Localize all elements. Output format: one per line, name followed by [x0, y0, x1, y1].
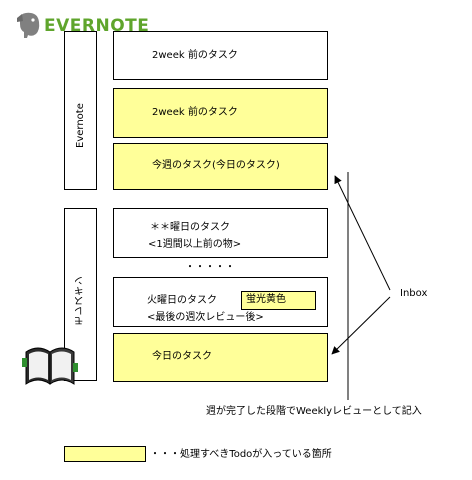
task-box-label: 2week 前のタスク [152, 50, 238, 61]
legend-swatch [64, 446, 146, 462]
task-box-line1: 火曜日のタスク [147, 295, 217, 306]
task-box-label: 今週のタスク(今日のタスク) [152, 160, 280, 171]
evernote-group-frame [64, 31, 97, 190]
highlight-tag-label: 蛍光黄色 [246, 294, 286, 305]
legend-text: ・・・処理すべきTodoが入っている箇所 [150, 449, 332, 460]
bottom-note: 週が完了した段階でWeeklyレビューとして記入 [206, 406, 422, 417]
task-box-line2: <1週間以上前の物> [148, 239, 242, 250]
task-box-label: 今日のタスク [152, 351, 212, 362]
task-box-this-week [113, 143, 328, 190]
moleskine-group-label: モレスキン [75, 276, 86, 326]
ellipsis-dots: ・・・・・ [185, 262, 235, 273]
highlight-tag [241, 291, 316, 310]
task-box-line1: ＊＊曜日のタスク [150, 222, 230, 233]
task-box-line2: <最後の週次レビュー後> [147, 312, 264, 323]
inbox-label: Inbox [400, 288, 428, 299]
task-box-2week-2 [113, 88, 328, 138]
task-box-label: 2week 前のタスク [152, 107, 238, 118]
task-box-2week-1 [113, 31, 328, 80]
evernote-group-label: Evernote [75, 103, 86, 148]
evernote-logo [14, 10, 154, 40]
task-box-today [113, 333, 328, 382]
task-box-weekday [113, 208, 328, 258]
elephant-icon [17, 12, 40, 39]
